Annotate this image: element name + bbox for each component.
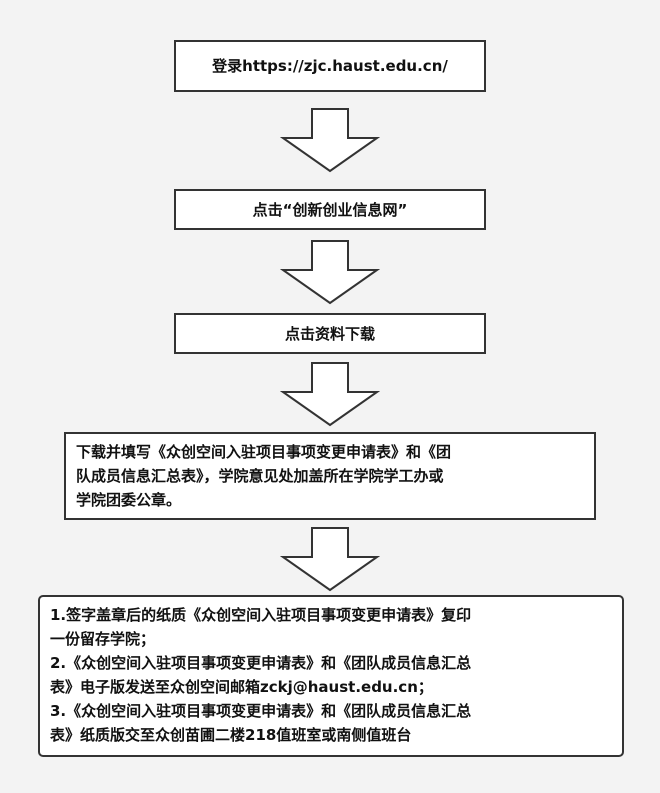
step-4-line-2: 队成员信息汇总表》，学院意见处加盖所在学院学工办或 — [76, 467, 444, 485]
step-1-text: 登录https://zjc.haust.edu.cn/ — [212, 57, 448, 75]
step-5-line-6: 表》纸质版交至众创苗圃二楼218值班室或南侧值班台 — [50, 726, 412, 744]
step-2-text: 点击“创新创业信息网” — [252, 200, 408, 219]
step-3-text: 点击资料下载 — [284, 324, 375, 343]
step-1-box: 登录https://zjc.haust.edu.cn/ — [174, 40, 486, 92]
step-3-box: 点击资料下载 — [174, 313, 486, 354]
step-5-box: 1.签字盖章后的纸质《众创空间入驻项目事项变更申请表》复印 一份留存学院； 2.… — [38, 595, 624, 757]
down-arrow-3-icon — [280, 362, 380, 427]
step-4-line-3: 学院团委公章。 — [76, 491, 182, 509]
down-arrow-4-icon — [280, 527, 380, 592]
step-4-box: 下载并填写《众创空间入驻项目事项变更申请表》和《团 队成员信息汇总表》，学院意见… — [64, 432, 596, 520]
step-5-line-5: 3.《众创空间入驻项目事项变更申请表》和《团队成员信息汇总 — [50, 702, 472, 720]
step-5-line-4: 表》电子版发送至众创空间邮箱zckj@haust.edu.cn； — [50, 678, 433, 696]
step-5-line-3: 2.《众创空间入驻项目事项变更申请表》和《团队成员信息汇总 — [50, 654, 472, 672]
down-arrow-1-icon — [280, 108, 380, 173]
step-2-box: 点击“创新创业信息网” — [174, 189, 486, 230]
down-arrow-2-icon — [280, 240, 380, 305]
step-5-line-2: 一份留存学院； — [50, 630, 156, 648]
step-5-line-1: 1.签字盖章后的纸质《众创空间入驻项目事项变更申请表》复印 — [50, 606, 472, 624]
step-4-line-1: 下载并填写《众创空间入驻项目事项变更申请表》和《团 — [76, 443, 452, 461]
